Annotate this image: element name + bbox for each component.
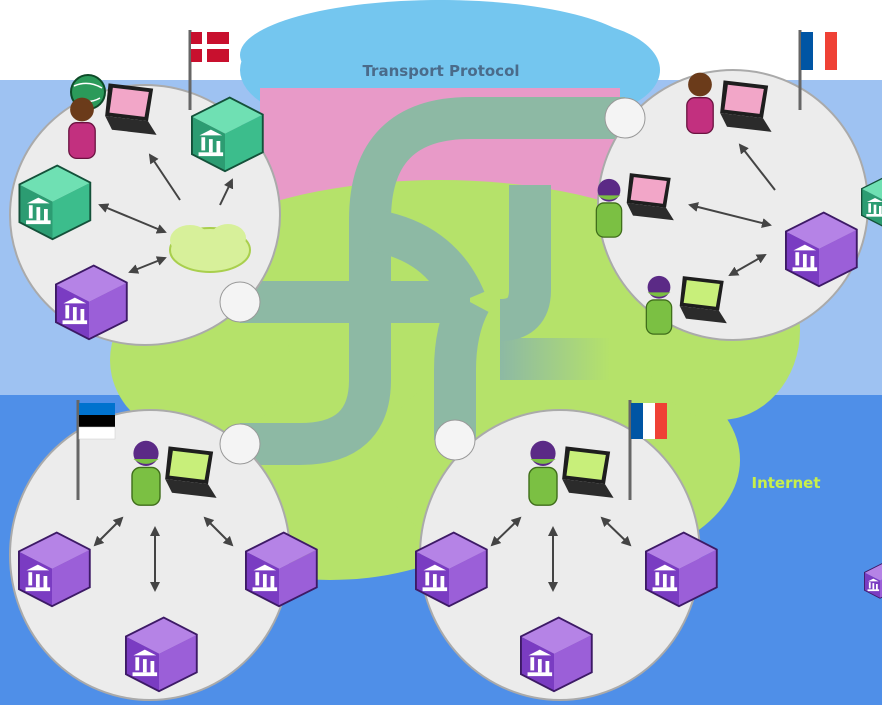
pipe-lower-right — [434, 292, 489, 440]
laptop-icon — [165, 446, 217, 498]
laptop-icon — [679, 276, 727, 324]
laptop-icon — [720, 80, 772, 132]
france-flag — [798, 30, 837, 110]
pipe-vertical-right — [498, 185, 551, 341]
person-icon — [686, 71, 714, 135]
arrow-icon — [490, 516, 632, 592]
arrow-icon — [93, 516, 234, 592]
person-icon — [131, 439, 161, 507]
arrow-icon — [688, 143, 776, 276]
estonia-flag — [76, 400, 116, 500]
internet-label: Internet — [751, 474, 820, 492]
transport-label: Transport Protocol — [362, 62, 519, 80]
pipe-cap-lower-left — [219, 423, 261, 465]
arrow-icon — [98, 153, 234, 274]
laptop-icon — [105, 83, 157, 135]
laptop-icon — [626, 173, 674, 221]
pipe-fade — [500, 338, 610, 380]
pipe-top — [349, 97, 625, 330]
person-icon — [595, 178, 623, 238]
laptop-icon — [562, 446, 614, 498]
pipe-cap-left — [219, 281, 261, 323]
cloud-icon — [169, 224, 251, 273]
pipe-lower-left — [240, 330, 391, 465]
pipe-cap-top-right — [604, 97, 646, 139]
person-icon — [528, 439, 558, 507]
pipe-network — [240, 97, 625, 465]
denmark-flag — [188, 30, 229, 110]
person-icon — [68, 96, 96, 160]
pipe-cap-lower-right — [434, 419, 476, 461]
france-flag — [628, 400, 667, 500]
person-icon — [645, 275, 673, 335]
